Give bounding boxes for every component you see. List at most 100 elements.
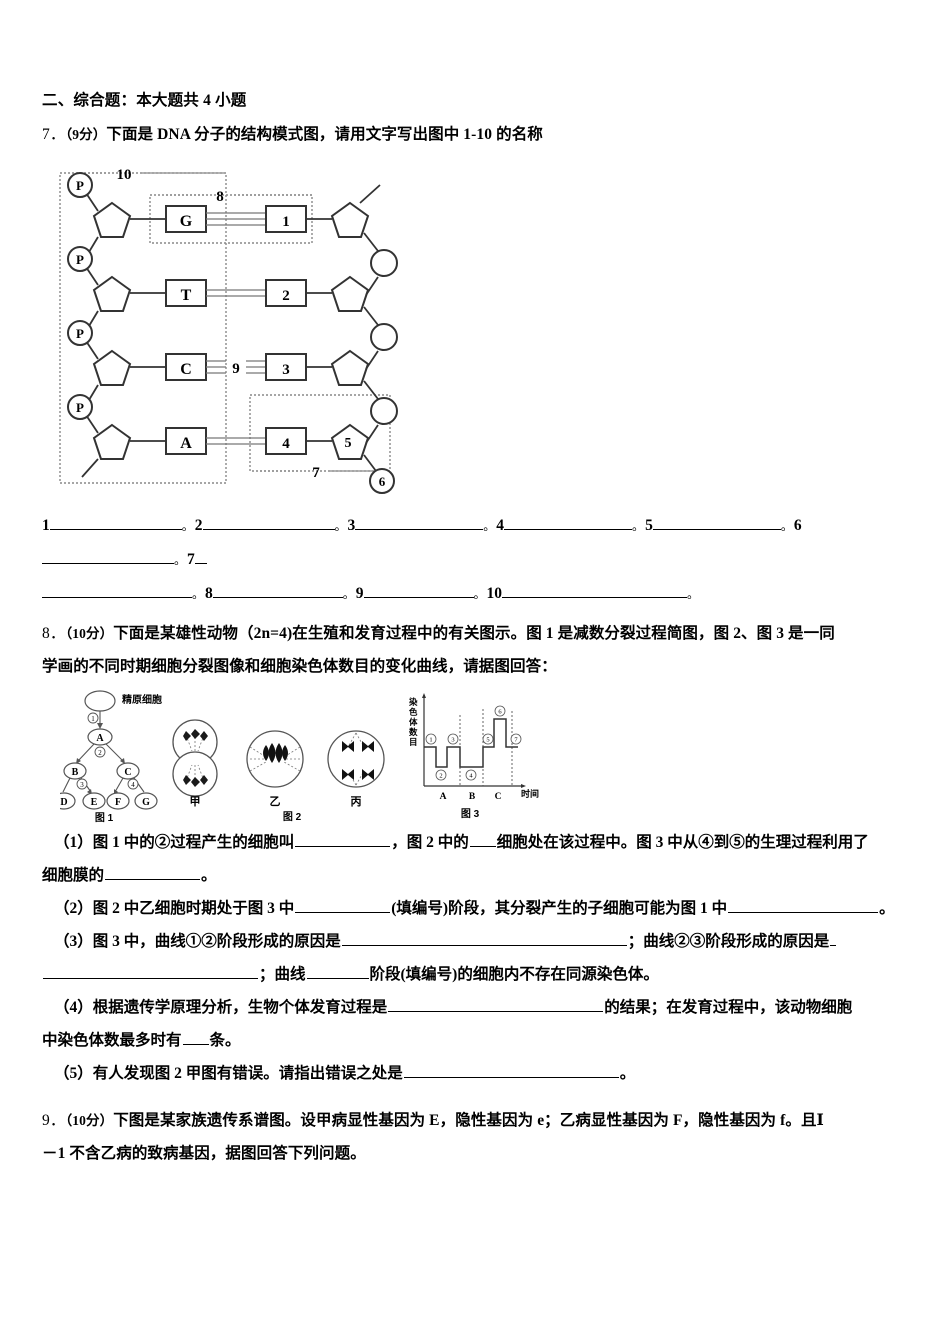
svg-text:3: 3	[451, 737, 454, 744]
svg-text:4: 4	[282, 436, 290, 452]
svg-text:丙: 丙	[351, 795, 362, 808]
question-8-part-4-line2: 中染色体数最多时有 条。	[42, 1024, 910, 1057]
svg-text:10: 10	[117, 167, 132, 183]
question-8-part-3-line1: （3）图 3 中，曲线①②阶段形成的原因是；曲线②③阶段形成的原因是	[42, 925, 910, 958]
question-8-text-1: 下面是某雄性动物（2n=4)在生殖和发育过程中的有关图示。图 1 是减数分裂过程…	[113, 625, 835, 642]
part-2-blank-2[interactable]	[728, 898, 879, 913]
question-9-stem-line2: －1 不含乙病的致病基因，据图回答下列问题。	[42, 1145, 366, 1162]
svg-text:4: 4	[469, 773, 473, 780]
section-heading: 二、综合题：本大题共 4 小题	[42, 92, 247, 109]
page-content: 二、综合题：本大题共 4 小题 7．（9分）下面是 DNA 分子的结构模式图，请…	[42, 88, 910, 1170]
part-4-line2-suffix: 条。	[209, 1032, 241, 1049]
answer-blank-5[interactable]: 5	[645, 517, 781, 534]
svg-text:P: P	[76, 400, 84, 415]
svg-text:3: 3	[282, 362, 290, 378]
part-3-mid1: ；曲线②③阶段形成的原因是	[627, 933, 830, 950]
svg-text:色: 色	[409, 707, 418, 717]
part-2-blank-1[interactable]	[295, 898, 391, 913]
part-1-mid2: 细胞处在该过程中。图 3 中从④到⑤的生理过程利用了	[496, 834, 869, 851]
part-4-prefix: （4）根据遗传学原理分析，生物个体发育过程是	[54, 999, 388, 1016]
svg-text:A: A	[180, 435, 192, 452]
question-8-part-4-line1: （4）根据遗传学原理分析，生物个体发育过程是 的结果；在发育过程中，该动物细胞	[42, 991, 910, 1024]
part-5-blank-1[interactable]	[403, 1063, 619, 1078]
part-3-blank-2b[interactable]	[43, 964, 258, 979]
svg-text:5: 5	[345, 436, 352, 451]
answer-blank-6[interactable]: 6	[42, 517, 802, 568]
part-1-blank-3[interactable]	[105, 865, 201, 880]
svg-text:1: 1	[282, 214, 290, 230]
question-8-part-1-line2: 细胞膜的。	[42, 859, 910, 892]
svg-text:A: A	[96, 733, 104, 744]
cell-division-images: 甲	[172, 719, 385, 823]
svg-text:甲: 甲	[190, 795, 201, 808]
svg-text:染: 染	[408, 697, 418, 707]
part-3-blank-1[interactable]	[341, 931, 627, 946]
svg-text:B: B	[469, 792, 476, 802]
svg-text:C: C	[495, 792, 502, 802]
question-9-text-1: 下图是某家族遗传系谱图。设甲病显性基因为 E，隐性基因为 e；乙病显性基因为 F…	[113, 1112, 824, 1129]
part-2-prefix: （2）图 2 中乙细胞时期处于图 3 中	[54, 900, 295, 917]
part-3-line2-mid: ；曲线	[259, 966, 306, 983]
svg-text:F: F	[115, 797, 121, 808]
question-7-score: （9分）	[65, 127, 107, 142]
question-8-number: 8．	[42, 625, 66, 642]
part-4-blank-2[interactable]	[182, 1030, 209, 1045]
svg-text:6: 6	[498, 709, 502, 716]
part-4-mid1: 的结果；在发育过程中，该动物细胞	[604, 999, 853, 1016]
svg-text:P: P	[76, 178, 84, 193]
svg-text:1: 1	[91, 715, 95, 723]
answer-sep: 。	[174, 553, 187, 567]
answer-blank-3[interactable]: 3	[348, 517, 484, 534]
svg-text:E: E	[91, 797, 98, 808]
question-9-number: 9．	[42, 1112, 66, 1129]
svg-text:G: G	[142, 797, 150, 808]
part-1-line2-suffix: 。	[201, 867, 217, 884]
svg-text:图 1: 图 1	[95, 812, 114, 824]
answer-blank-7-cont[interactable]	[42, 586, 192, 602]
question-9-stem-line1: 9．（10分）下图是某家族遗传系谱图。设甲病显性基因为 E，隐性基因为 e；乙病…	[42, 1104, 910, 1137]
part-1-prefix: （1）图 1 中的②过程产生的细胞叫	[54, 834, 295, 851]
answer-blank-1[interactable]: 1	[42, 517, 182, 534]
chromosome-number-curve: 染 色 体 数 目	[408, 693, 539, 820]
part-3-blank-2a[interactable]	[830, 931, 837, 946]
part-3-line2-suffix: 阶段(填编号)的细胞内不存在同源染色体。	[369, 966, 659, 983]
answer-sep: 。	[780, 519, 793, 533]
svg-text:精原细胞: 精原细胞	[122, 693, 162, 706]
part-5-suffix: 。	[619, 1065, 636, 1082]
dna-structure-diagram: P P P P	[54, 159, 414, 499]
answer-blank-7[interactable]: 7	[187, 551, 207, 568]
answer-blank-10[interactable]: 10	[487, 585, 688, 602]
svg-text:T: T	[181, 287, 192, 304]
svg-text:A: A	[440, 792, 447, 802]
question-8: 8．（10分）下面是某雄性动物（2n=4)在生殖和发育过程中的有关图示。图 1 …	[42, 617, 910, 1090]
svg-text:图 3: 图 3	[461, 808, 480, 820]
answer-blank-2[interactable]: 2	[195, 517, 335, 534]
svg-text:1: 1	[429, 737, 432, 744]
svg-text:图 2: 图 2	[283, 811, 302, 823]
question-8-figures: 精原细胞 1 A	[60, 689, 540, 824]
svg-text:时间: 时间	[521, 788, 539, 799]
part-5-prefix: （5）有人发现图 2 甲图有错误。请指出错误之处是	[54, 1065, 403, 1082]
answer-blank-8[interactable]: 8	[205, 585, 343, 602]
svg-text:2: 2	[282, 288, 290, 304]
question-7-text: 下面是 DNA 分子的结构模式图，请用文字写出图中 1-10 的名称	[106, 126, 543, 143]
part-1-blank-2[interactable]	[469, 832, 496, 847]
part-4-line2-prefix: 中染色体数最多时有	[42, 1032, 182, 1049]
svg-text:体: 体	[409, 717, 418, 727]
svg-text:数: 数	[409, 727, 418, 737]
part-3-blank-3[interactable]	[306, 964, 369, 979]
svg-text:D: D	[60, 797, 67, 808]
svg-text:4: 4	[131, 781, 135, 789]
answer-sep: 。	[473, 587, 486, 601]
answer-blank-9[interactable]: 9	[356, 585, 474, 602]
answer-sep: 。	[181, 519, 194, 533]
part-1-blank-1[interactable]	[295, 832, 391, 847]
svg-text:8: 8	[216, 189, 224, 205]
part-4-blank-1[interactable]	[388, 997, 604, 1012]
svg-text:G: G	[180, 213, 193, 230]
svg-text:C: C	[180, 361, 192, 378]
answer-blank-4[interactable]: 4	[496, 517, 633, 534]
svg-text:C: C	[124, 767, 131, 778]
svg-text:2: 2	[98, 749, 102, 757]
